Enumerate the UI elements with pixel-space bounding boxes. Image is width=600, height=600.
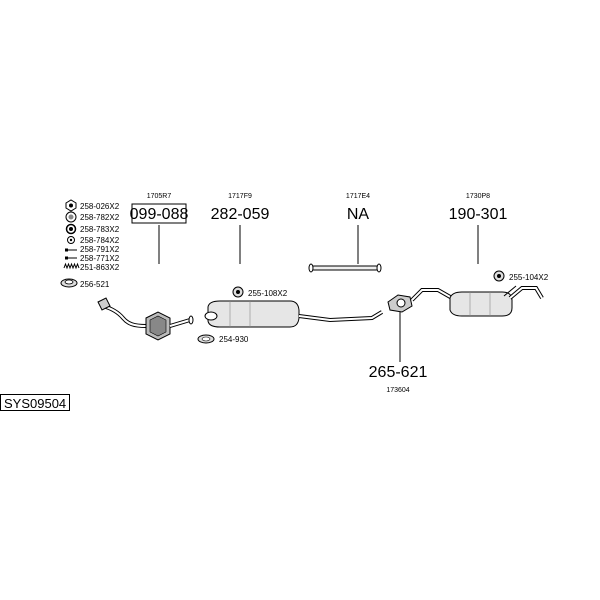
gasket-icon	[60, 278, 78, 288]
small-washer-icon	[67, 236, 75, 244]
part-rear-silencer: 1730P8 190-301	[410, 193, 544, 317]
part-number: 282-059	[211, 206, 270, 223]
part-number: NA	[347, 206, 370, 223]
fitting-code: 254-930	[219, 335, 249, 344]
accessory-code: 256-521	[80, 280, 110, 289]
rubber-hanger-icon	[232, 286, 244, 298]
accessory-list: 258-026X2 258-782X2 258-783X2 258-784X2 …	[60, 199, 120, 289]
clamp-icon	[197, 334, 215, 344]
accessory-code: 258-783X2	[80, 225, 120, 234]
accessory-code: 258-771X2	[80, 254, 120, 263]
part-ref: 1705R7	[147, 193, 172, 200]
accessory-code: 258-026X2	[80, 202, 120, 211]
part-number: 265-621	[369, 364, 428, 381]
part-ref: 1730P8	[466, 193, 490, 200]
part-connector: 265-621 173604	[369, 294, 428, 394]
system-code-label: SYS09504	[0, 394, 71, 411]
accessory-code: 258-782X2	[80, 213, 120, 222]
part-ref: 1717E4	[346, 193, 370, 200]
part-ref: 1717F9	[228, 193, 252, 200]
part-catalytic-converter: 1705R7 099-088	[97, 193, 194, 341]
hex-nut-icon	[65, 199, 77, 212]
part-middle-silencer: 1717F9 282-059	[204, 193, 384, 328]
washer-icon	[65, 223, 77, 235]
accessory-code: 258-784X2	[80, 236, 120, 245]
bolt-icon	[65, 248, 77, 252]
fitting-code: 255-108X2	[248, 289, 288, 298]
part-number: 099-088	[130, 206, 189, 223]
accessory-code: 258-791X2	[80, 245, 120, 254]
bolt-icon	[65, 256, 77, 260]
part-connecting-pipe: 1717E4 NA	[308, 193, 382, 273]
spring-icon	[63, 262, 80, 270]
flange-nut-icon	[65, 211, 77, 223]
accessory-code: 251-863X2	[80, 263, 120, 272]
part-number: 190-301	[449, 206, 508, 223]
part-number-box	[131, 203, 187, 224]
part-ref: 173604	[386, 387, 409, 394]
fitting-code: 255-104X2	[509, 273, 549, 282]
rubber-hanger-icon	[493, 270, 505, 282]
